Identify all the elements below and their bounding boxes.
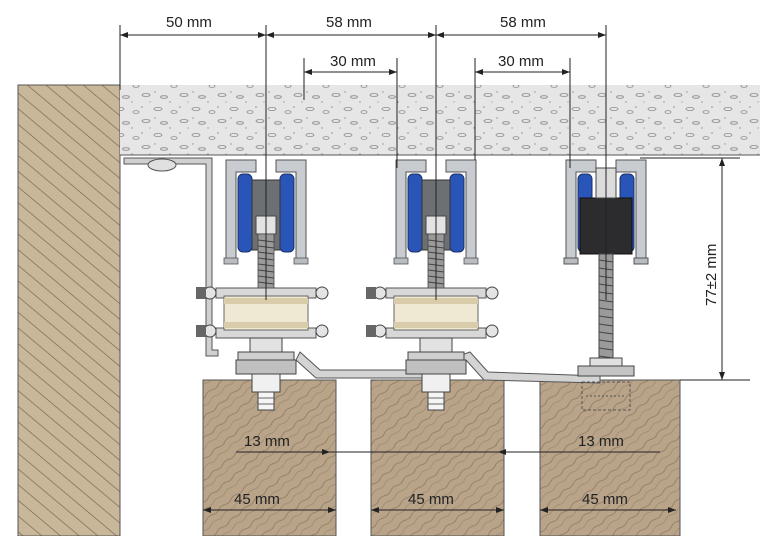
dim-label-13mm-left: 13 mm <box>244 433 290 450</box>
dim-label-45mm-left: 45 mm <box>234 491 280 508</box>
bogie-left <box>195 159 329 411</box>
ceiling-concrete <box>120 85 760 155</box>
dim-label-58mm-right: 58 mm <box>500 14 546 31</box>
door-panel-right <box>539 379 681 537</box>
dim-label-30mm-right: 30 mm <box>498 53 544 70</box>
dim-label-45mm-right: 45 mm <box>582 491 628 508</box>
dim-label-45mm-middle: 45 mm <box>408 491 454 508</box>
dim-label-13mm-right: 13 mm <box>578 433 624 450</box>
dimension-arrows <box>120 32 725 513</box>
dim-label-30mm-left: 30 mm <box>330 53 376 70</box>
dim-label-50mm: 50 mm <box>166 14 212 31</box>
dim-label-height: 77±2 mm <box>703 244 720 306</box>
wall-screw-icon <box>147 158 177 172</box>
wall <box>17 84 121 537</box>
dim-label-58mm-left: 58 mm <box>326 14 372 31</box>
dimension-lines <box>119 25 750 511</box>
